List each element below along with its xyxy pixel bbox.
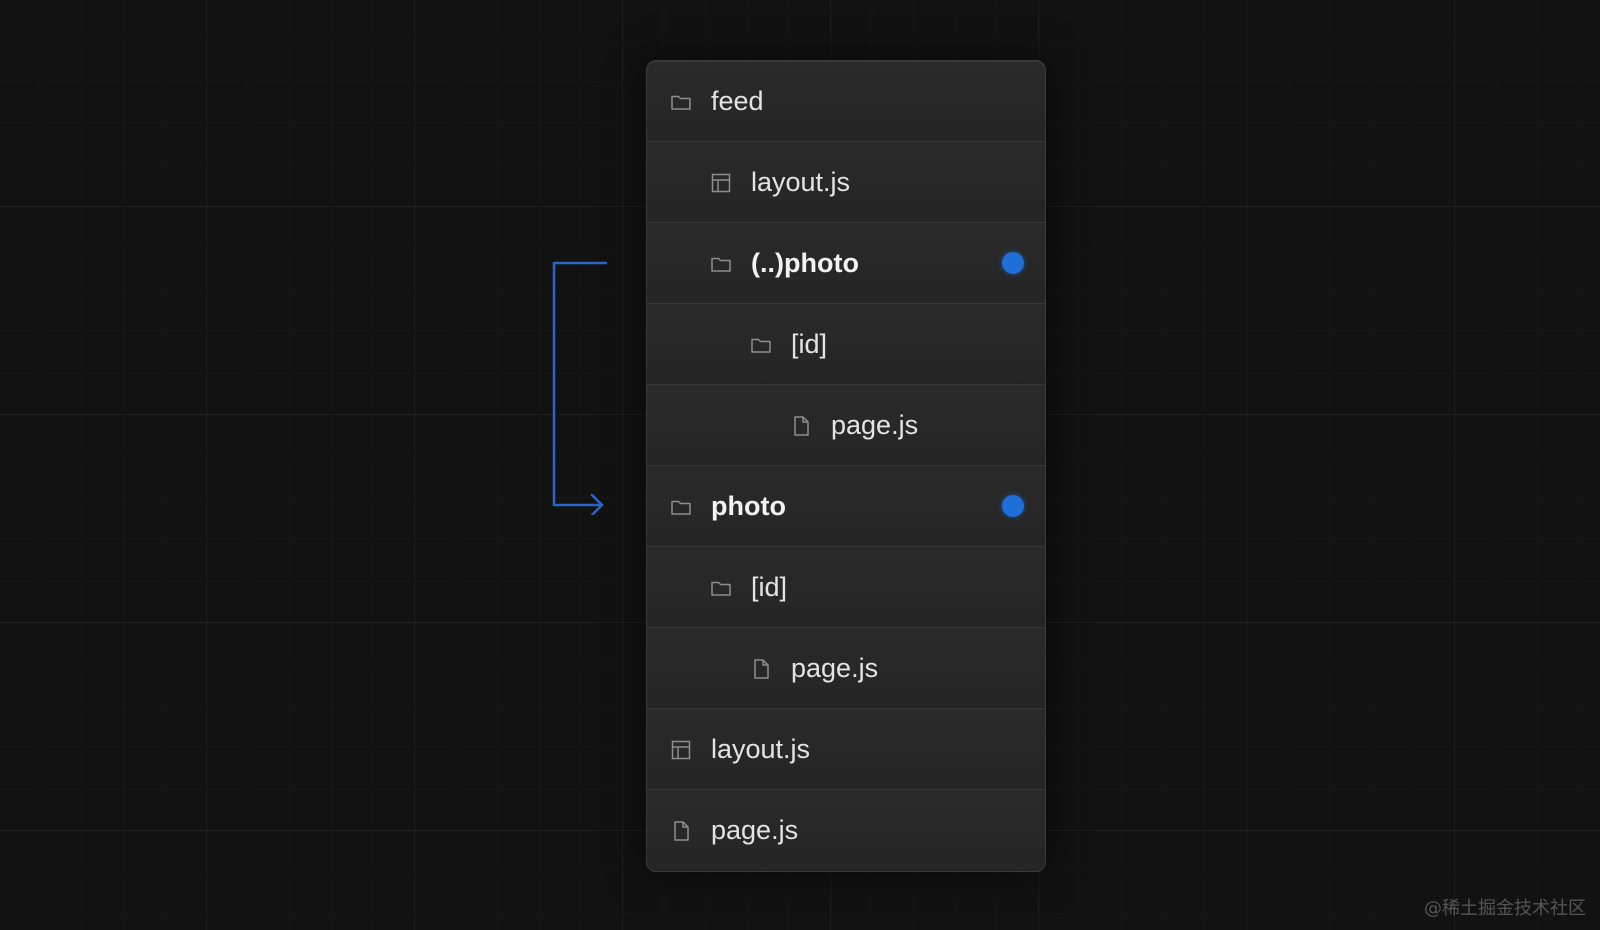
tree-row[interactable]: feed: [647, 61, 1045, 142]
tree-row-label: page.js: [831, 410, 919, 440]
tree-row-label: [id]: [751, 572, 788, 602]
tree-row-label: (..)photo: [751, 248, 859, 278]
route-marker-dot: [1002, 252, 1024, 274]
folder-icon: [709, 252, 733, 276]
tree-row-label: photo: [711, 491, 786, 521]
tree-row-label: layout.js: [711, 734, 811, 764]
tree-row[interactable]: page.js: [647, 790, 1045, 871]
arrow-head: [590, 493, 604, 515]
file-tree-panel: feed layout.js (..)photo [id] page.js ph…: [646, 60, 1046, 872]
tree-row[interactable]: layout.js: [647, 709, 1045, 790]
file-icon: [669, 819, 693, 843]
tree-row-label: layout.js: [751, 167, 851, 197]
layout-icon: [709, 171, 733, 195]
tree-row-label: feed: [711, 86, 764, 116]
watermark: @稀土掘金技术社区: [1424, 898, 1586, 919]
layout-icon: [669, 738, 693, 762]
tree-row[interactable]: layout.js: [647, 142, 1045, 223]
tree-row[interactable]: [id]: [647, 547, 1045, 628]
tree-row[interactable]: page.js: [647, 628, 1045, 709]
folder-icon: [669, 495, 693, 519]
tree-row-label: page.js: [791, 653, 879, 683]
file-icon: [789, 414, 813, 438]
folder-icon: [709, 576, 733, 600]
interception-arrow: [552, 261, 608, 515]
tree-row[interactable]: (..)photo: [647, 223, 1045, 304]
arrow-line: [552, 261, 608, 507]
route-marker-dot: [1002, 495, 1024, 517]
folder-icon: [749, 333, 773, 357]
folder-icon: [669, 90, 693, 114]
tree-row-label: [id]: [791, 329, 828, 359]
tree-row[interactable]: photo: [647, 466, 1045, 547]
tree-row[interactable]: page.js: [647, 385, 1045, 466]
tree-row[interactable]: [id]: [647, 304, 1045, 385]
tree-row-label: page.js: [711, 815, 799, 845]
file-icon: [749, 657, 773, 681]
